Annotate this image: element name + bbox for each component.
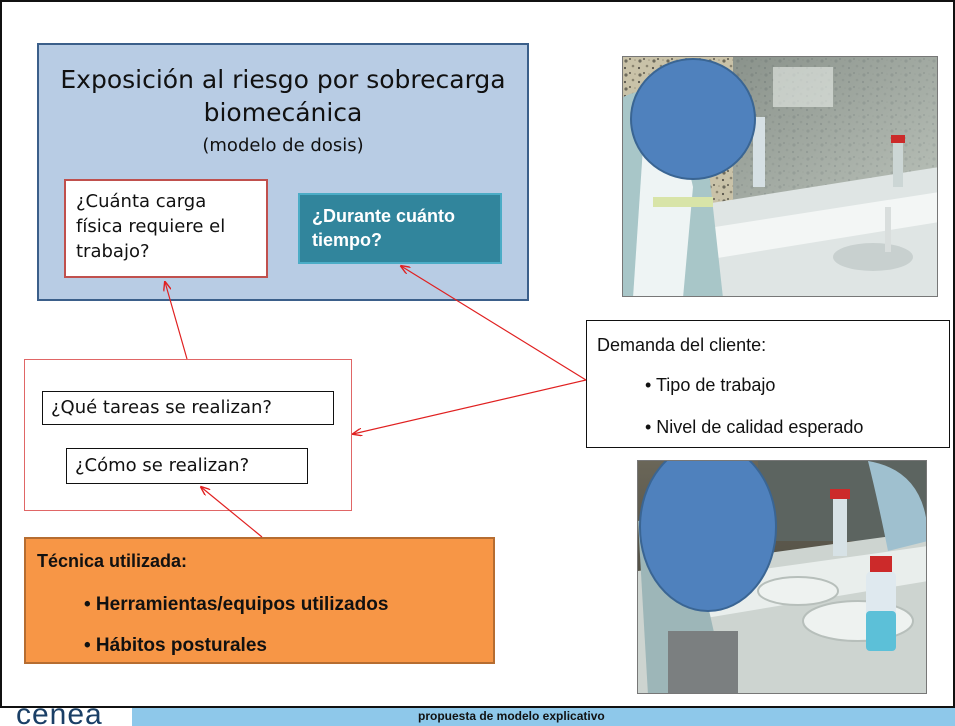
exposure-title: Exposición al riesgo por sobrecarga biom… xyxy=(60,65,506,127)
photo-cleaning-mirror-image xyxy=(623,57,937,296)
client-demand-item: • Tipo de trabajo xyxy=(645,375,776,395)
technique-box: Técnica utilizada: • Herramientas/equipo… xyxy=(24,537,495,664)
tasks-group xyxy=(24,359,352,511)
physical-load-box: ¿Cuánta carga física requiere el trabajo… xyxy=(64,179,268,278)
footer-bar xyxy=(132,708,955,726)
how-box: ¿Cómo se realizan? xyxy=(66,448,308,484)
footer-caption: propuesta de modelo explicativo xyxy=(418,709,605,723)
cenea-logo: cenea xyxy=(16,700,103,726)
client-demand-title: Demanda del cliente: xyxy=(597,335,767,355)
technique-item: • Herramientas/equipos utilizados xyxy=(84,594,389,615)
duration-box: ¿Durante cuánto tiempo? xyxy=(298,193,502,264)
technique-item: • Hábitos posturales xyxy=(84,635,267,656)
photo-cleaning-basin xyxy=(637,460,927,694)
photo-cleaning-mirror xyxy=(622,56,938,297)
client-demand-box: Demanda del cliente: • Tipo de trabajo •… xyxy=(586,320,950,448)
exposure-subtitle: (modelo de dosis) xyxy=(202,135,364,156)
technique-title: Técnica utilizada: xyxy=(37,551,188,571)
photo-cleaning-basin-image xyxy=(638,461,926,693)
tasks-box: ¿Qué tareas se realizan? xyxy=(42,391,334,425)
client-demand-item: • Nivel de calidad esperado xyxy=(645,417,864,437)
